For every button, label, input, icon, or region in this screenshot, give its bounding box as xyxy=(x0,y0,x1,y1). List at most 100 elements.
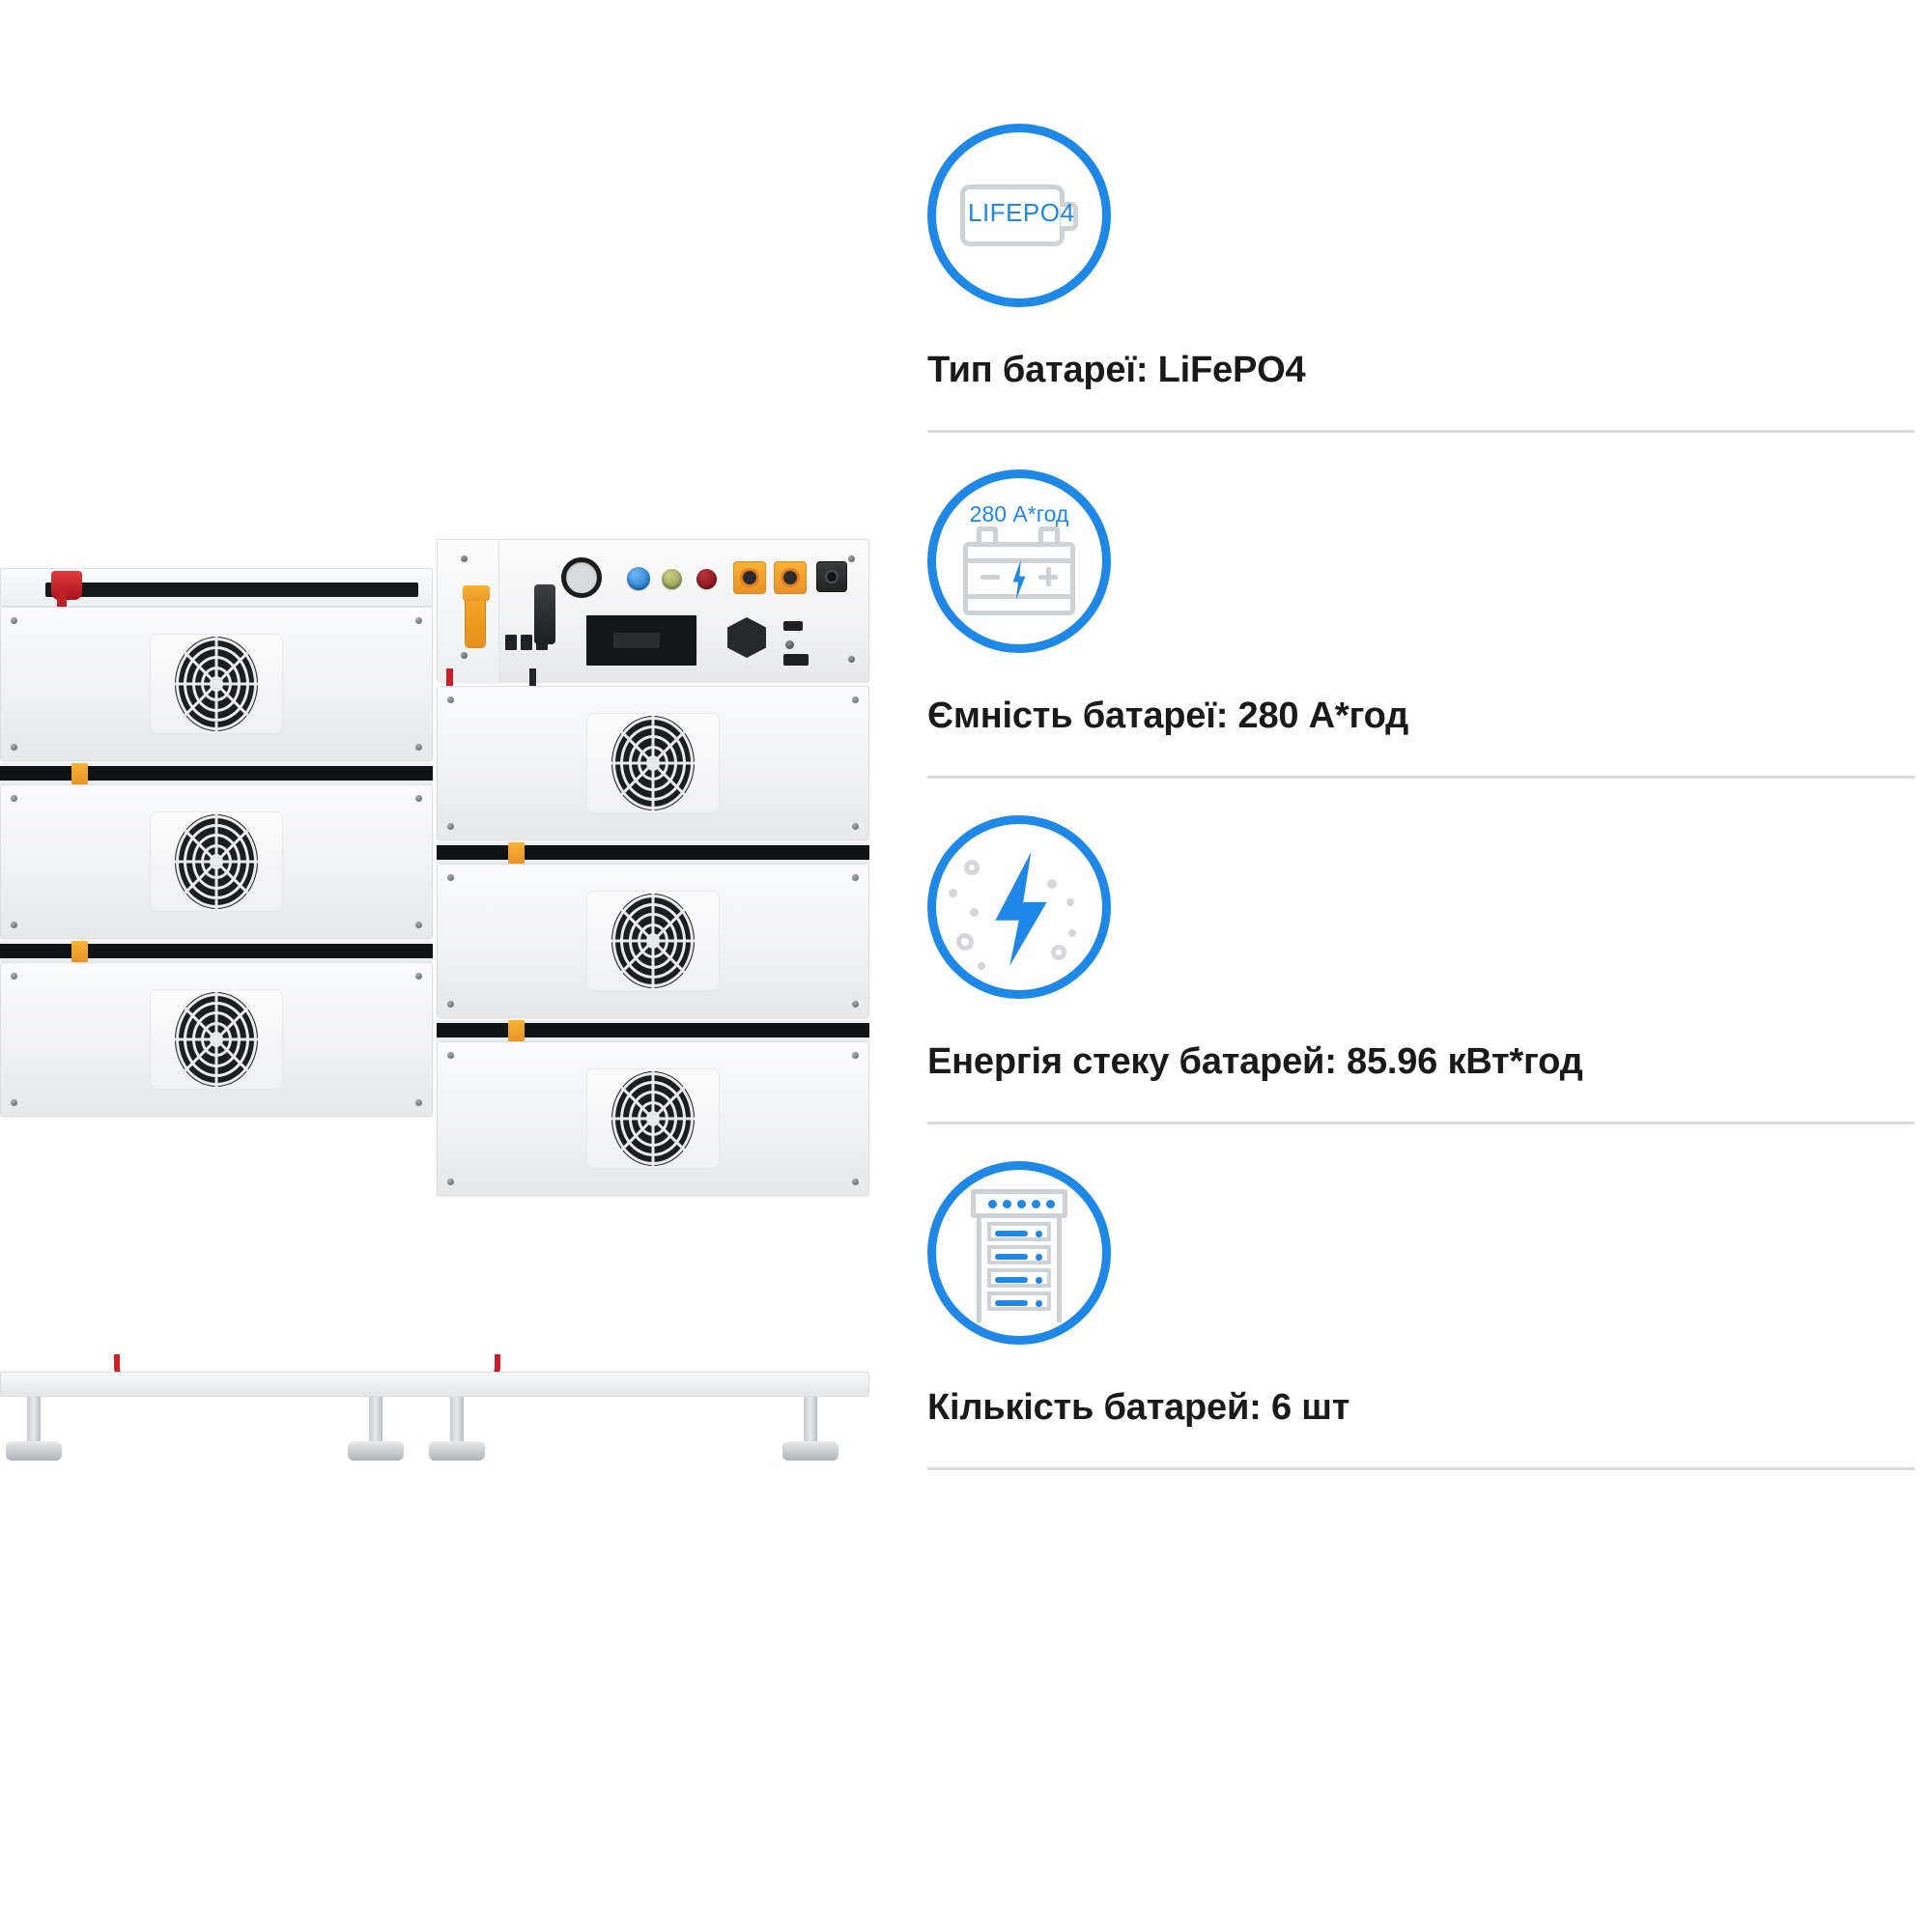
screw-icon xyxy=(415,617,422,624)
fan-grille-icon xyxy=(175,814,258,909)
screw-icon xyxy=(11,617,17,624)
screw-icon xyxy=(11,922,17,928)
battery-module xyxy=(437,1041,869,1196)
lifepo4-icon-text: LIFEPO4 xyxy=(968,198,1075,227)
adjustable-foot xyxy=(348,1397,404,1461)
energy-icon xyxy=(947,835,1092,980)
module-lid xyxy=(0,568,433,611)
screw-icon xyxy=(852,874,859,881)
screw-icon xyxy=(11,744,17,751)
spec-label-battery-type: Тип батареї: LiFePO4 xyxy=(927,350,1306,390)
spec-item-battery-type: LIFEPO4 Тип батареї: LiFePO4 xyxy=(908,124,1915,433)
screw-icon xyxy=(461,555,468,562)
fan-grille-icon xyxy=(611,1071,695,1166)
car-battery-icon: 280 А*год xyxy=(927,469,1111,653)
module-gap-strip xyxy=(437,1020,869,1041)
fan-plate xyxy=(150,989,283,1090)
spec-icon-wrap xyxy=(908,1161,1915,1345)
indicator-led-red xyxy=(696,569,717,589)
fan-plate xyxy=(586,1068,720,1169)
screw-icon xyxy=(447,823,454,830)
fan-grille-icon xyxy=(175,992,258,1087)
battery-module xyxy=(437,686,869,840)
spec-item-battery-count: Кількість батарей: 6 шт xyxy=(908,1161,1915,1470)
bms-head-unit xyxy=(437,539,869,683)
screw-icon xyxy=(415,973,422,980)
spec-item-battery-capacity: 280 А*год Ємність батареї: 280 А*год xyxy=(908,469,1915,779)
screw-icon xyxy=(848,656,855,663)
fan-plate xyxy=(150,811,283,912)
screw-icon xyxy=(852,1179,859,1185)
module-gap-strip xyxy=(437,842,869,864)
spec-icon-wrap: LIFEPO4 xyxy=(908,124,1915,307)
stack-base xyxy=(0,1372,869,1397)
screw-icon xyxy=(447,696,454,703)
round-port xyxy=(785,640,794,649)
battery-stack xyxy=(0,522,889,1461)
plus-terminal-icon xyxy=(1038,567,1058,586)
screw-icon xyxy=(11,1099,17,1106)
spec-icon-wrap xyxy=(908,815,1915,999)
screw-icon xyxy=(447,1001,454,1008)
module-gap-strip xyxy=(0,763,433,784)
capacity-icon-text: 280 А*год xyxy=(969,501,1069,526)
lightning-bolt-icon xyxy=(927,815,1111,999)
orange-tab xyxy=(508,1020,525,1041)
screw-icon xyxy=(852,1001,859,1008)
battery-module xyxy=(437,864,869,1018)
adjustable-foot xyxy=(6,1397,62,1461)
battery-rack-icon xyxy=(927,1161,1111,1345)
spec-item-stack-energy: Енергія стеку батарей: 85.96 кВт*год xyxy=(908,815,1915,1124)
vent-slots xyxy=(505,635,557,650)
fan-plate xyxy=(150,634,283,734)
spec-divider xyxy=(927,1467,1915,1470)
spec-divider xyxy=(927,430,1915,433)
screw-icon xyxy=(447,1179,454,1185)
spec-label-battery-count: Кількість батарей: 6 шт xyxy=(927,1387,1350,1428)
battery-module xyxy=(0,607,433,761)
fan-grille-icon xyxy=(611,894,695,988)
screw-icon xyxy=(461,652,468,659)
spec-list: LIFEPO4 Тип батареї: LiFePO4 280 А*год xyxy=(908,0,1932,1932)
adjustable-foot xyxy=(429,1397,485,1461)
rotary-dial-icon[interactable] xyxy=(561,557,602,598)
module-gap-strip xyxy=(0,941,433,962)
orange-tab xyxy=(508,842,525,864)
lid-vent-slot xyxy=(45,582,418,597)
battery-outline-icon: LIFEPO4 xyxy=(960,185,1078,246)
fan-plate xyxy=(586,713,720,813)
black-connector-port xyxy=(816,561,847,592)
screw-icon xyxy=(852,1052,859,1059)
black-power-connector xyxy=(534,584,555,644)
screw-icon xyxy=(415,795,422,802)
fan-grille-icon xyxy=(175,637,258,731)
screw-icon xyxy=(415,744,422,751)
lcd-display xyxy=(584,613,698,668)
screw-icon xyxy=(415,1099,422,1106)
battery-module xyxy=(0,784,433,939)
yellow-power-connector xyxy=(463,585,490,648)
screw-icon xyxy=(11,973,17,980)
lifepo4-battery-icon: LIFEPO4 xyxy=(927,124,1111,307)
spec-label-stack-energy: Енергія стеку батарей: 85.96 кВт*год xyxy=(927,1041,1583,1082)
orange-connector-port xyxy=(774,561,807,594)
screw-icon xyxy=(447,874,454,881)
fan-plate xyxy=(586,891,720,991)
battery-capacity-icon: 280 А*год xyxy=(959,501,1079,617)
battery-module xyxy=(0,962,433,1117)
mini-port xyxy=(783,654,809,666)
orange-connector-port xyxy=(733,561,766,594)
screw-icon xyxy=(852,823,859,830)
orange-tab xyxy=(71,763,88,784)
spec-divider xyxy=(927,1122,1915,1124)
product-image xyxy=(0,0,908,1932)
screw-icon xyxy=(447,1052,454,1059)
orange-tab xyxy=(71,941,88,962)
fan-grille-icon xyxy=(611,716,695,810)
spec-divider xyxy=(927,776,1915,779)
screw-icon xyxy=(11,795,17,802)
adjustable-foot xyxy=(782,1397,838,1461)
red-terminal xyxy=(51,571,82,611)
minus-terminal-icon xyxy=(980,575,1000,580)
